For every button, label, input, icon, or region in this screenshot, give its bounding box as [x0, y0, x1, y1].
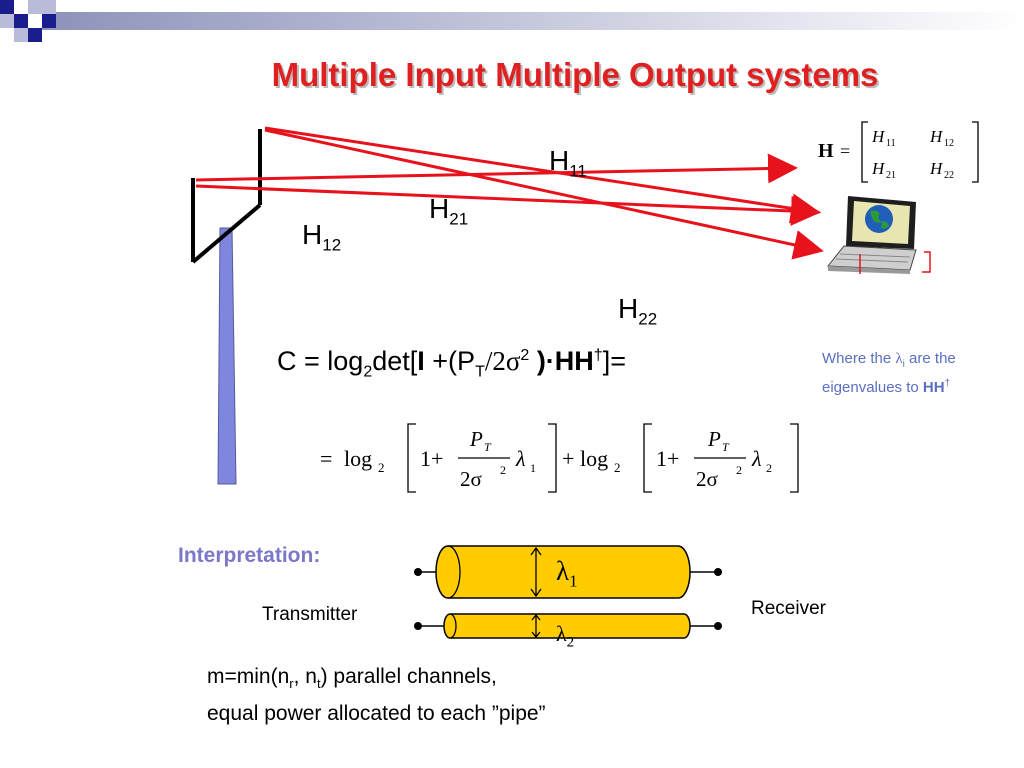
transmitter-label: Transmitter [262, 604, 358, 625]
svg-text:12: 12 [944, 138, 954, 149]
matrix-lhs: H [818, 140, 834, 162]
svg-text:log: log [580, 446, 608, 471]
svg-text:1: 1 [530, 461, 536, 475]
mimo-link-diagram [191, 126, 824, 485]
channel-matrix: H = H 11 H 12 H 21 H 22 [818, 121, 979, 183]
svg-text:P: P [469, 427, 483, 451]
svg-text:H: H [929, 159, 944, 178]
svg-text:2σ: 2σ [460, 467, 482, 491]
svg-text:2: 2 [766, 461, 772, 475]
transmitter-mast [217, 227, 237, 485]
label-h21: H21 [429, 193, 469, 229]
svg-text:λ: λ [515, 446, 526, 471]
svg-text:H: H [871, 127, 886, 146]
svg-text:λ: λ [751, 446, 762, 471]
pipe-1-eigenvalue: λ1 [556, 556, 578, 591]
parallel-pipes-diagram [414, 545, 722, 639]
ray-h22 [195, 184, 821, 226]
svg-text:2: 2 [614, 460, 621, 475]
svg-text:=: = [320, 446, 332, 471]
svg-text:1+: 1+ [656, 446, 679, 471]
svg-text:T: T [722, 440, 730, 454]
antenna-boom [191, 203, 262, 264]
svg-text:log: log [344, 446, 372, 471]
summary-line-1: m=min(nr, nt) parallel channels, [207, 665, 497, 692]
svg-text:2: 2 [736, 463, 742, 477]
corner-decoration [0, 0, 1024, 42]
capacity-expansion: = log 2 1+ P T 2σ 2 λ 1 + log 2 1+ P T 2… [320, 423, 799, 493]
svg-text:21: 21 [886, 170, 896, 181]
svg-text:11: 11 [886, 138, 896, 149]
label-h11: H11 [549, 145, 587, 181]
laptop-icon [826, 196, 931, 274]
receiver-label: Receiver [751, 598, 826, 619]
pipe-2 [443, 613, 691, 639]
interpretation-summary: m=min(nr, nt) parallel channels, equal p… [207, 662, 546, 729]
svg-text:H: H [871, 159, 886, 178]
label-h12: H12 [302, 219, 342, 255]
svg-text:2: 2 [378, 460, 385, 475]
svg-text:+: + [562, 446, 574, 471]
svg-text:22: 22 [944, 170, 954, 181]
ray-h11 [264, 126, 821, 224]
svg-text:2σ: 2σ [696, 467, 718, 491]
svg-text:H: H [929, 127, 944, 146]
svg-text:2: 2 [500, 463, 506, 477]
eigenvalue-note: Where the λi are the eigenvalues to HH† [822, 350, 956, 396]
interpretation-label: Interpretation: [178, 544, 321, 567]
label-h22: H22 [618, 293, 658, 329]
slide-title: Multiple Input Multiple Output systems [271, 56, 879, 93]
ray-h12 [264, 128, 824, 260]
matrix-equals: = [840, 141, 850, 161]
svg-text:1+: 1+ [420, 446, 443, 471]
svg-text:T: T [484, 440, 492, 454]
summary-line-2: equal power allocated to each ”pipe” [207, 702, 546, 726]
pipe-1 [435, 545, 691, 599]
svg-text:P: P [707, 427, 721, 451]
ray-h21 [195, 153, 798, 184]
capacity-equation: C = log2det[I +(PT/2σ2 )·HH†]= [277, 346, 626, 381]
pipe-2-eigenvalue: λ2 [556, 621, 575, 651]
